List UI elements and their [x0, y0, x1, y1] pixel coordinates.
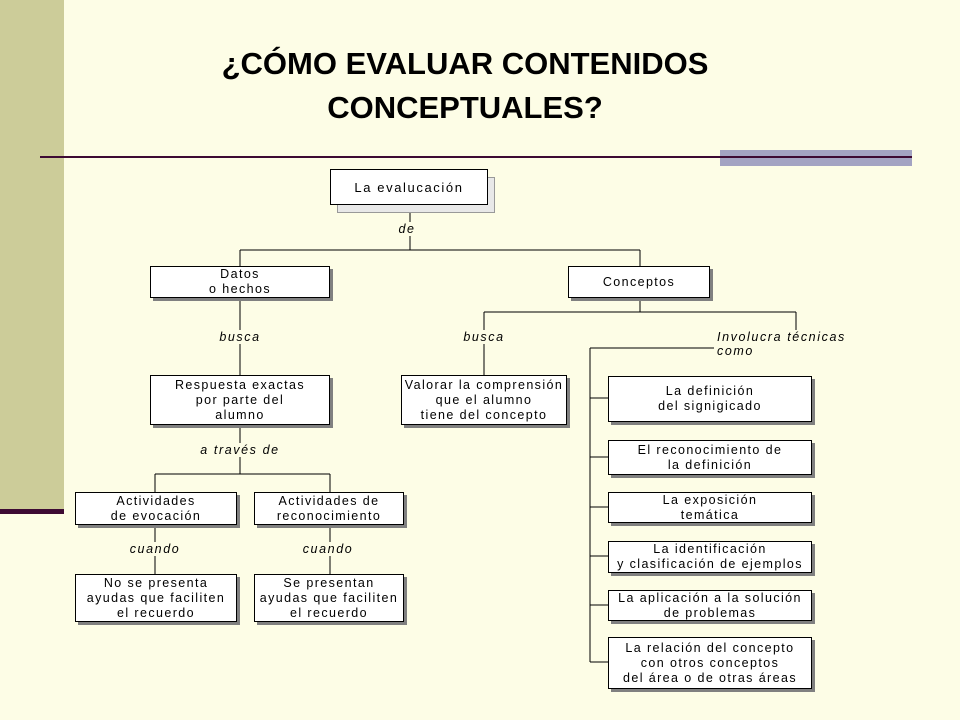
- node-valorar: Valorar la comprensión que el alumno tie…: [401, 375, 567, 425]
- node-tecnica-exposicion: La exposición temática: [608, 492, 812, 523]
- edge-label-busca-left: busca: [216, 330, 264, 344]
- sidebar-band: [0, 0, 64, 512]
- slide-title: ¿CÓMO EVALUAR CONTENIDOS CONCEPTUALES?: [221, 46, 709, 125]
- node-tecnica-relacion: La relación del concepto con otros conce…: [608, 637, 812, 689]
- title-accent-line: [720, 156, 912, 158]
- edge-label-a-traves: a través de: [197, 443, 283, 457]
- node-act-reconocimiento: Actividades de reconocimiento: [254, 492, 404, 525]
- edge-label-cuando-right: cuando: [299, 542, 357, 556]
- node-tecnica-reconocimiento: El reconocimiento de la definición: [608, 440, 812, 475]
- node-no-presenta: No se presenta ayudas que faciliten el r…: [75, 574, 237, 622]
- title-accent-bar: [720, 150, 912, 166]
- edge-label-cuando-left: cuando: [126, 542, 184, 556]
- title-rule: [40, 156, 912, 158]
- edge-label-busca-right: busca: [460, 330, 508, 344]
- node-conceptos: Conceptos: [568, 266, 710, 298]
- node-si-presenta: Se presentan ayudas que faciliten el rec…: [254, 574, 404, 622]
- node-respuesta: Respuesta exactas por parte del alumno: [150, 375, 330, 425]
- node-tecnica-aplicacion: La aplicación a la solución de problemas: [608, 590, 812, 621]
- edge-label-involucra: Involucra técnicas como: [714, 330, 878, 358]
- edge-label-de: de: [395, 222, 419, 236]
- node-act-evocacion: Actividades de evocación: [75, 492, 237, 525]
- root-node: La evalucación: [330, 169, 488, 205]
- node-tecnica-definicion: La definición del signigicado: [608, 376, 812, 422]
- node-datos: Datos o hechos: [150, 266, 330, 298]
- sidebar-foot-bar: [0, 509, 64, 514]
- node-tecnica-identificacion: La identificación y clasificación de eje…: [608, 541, 812, 573]
